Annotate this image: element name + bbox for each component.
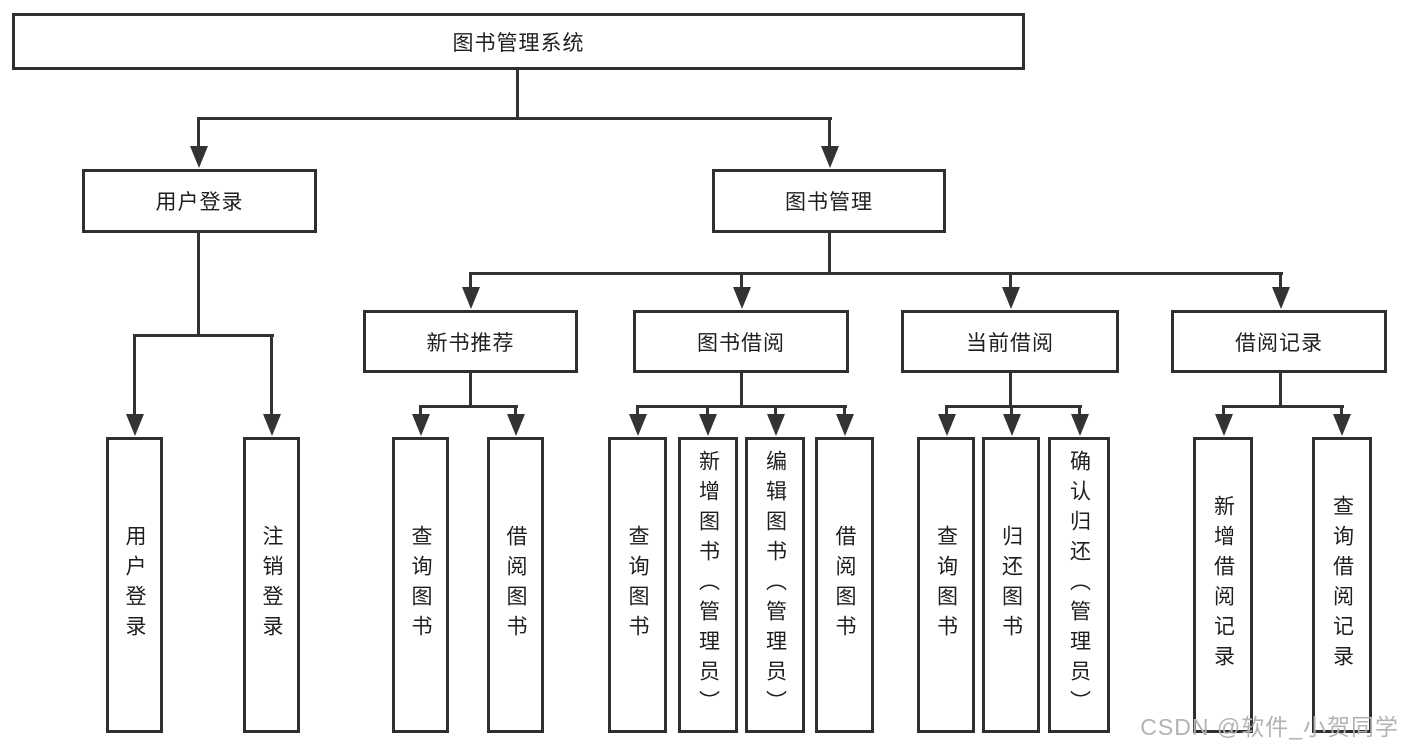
connector-arrow: [636, 405, 639, 415]
connector-branch-user-login: [133, 334, 274, 337]
leaf-label: 借阅图书: [504, 525, 527, 645]
leaf-query-borrow-record: 查询借阅记录: [1312, 437, 1372, 733]
connector-branch-book-borrow: [636, 405, 847, 408]
leaf-label: 查询图书: [626, 525, 649, 645]
leaf-label: 归还图书: [999, 525, 1023, 645]
leaf-query-books-current: 查询图书: [917, 437, 975, 733]
connector-stem-user-login: [197, 233, 200, 337]
leaf-label: 查询图书: [934, 525, 958, 645]
leaf-label: 查询图书: [409, 525, 432, 645]
node-user-login: 用户登录: [82, 169, 317, 233]
node-new-book-recommendation: 新书推荐: [363, 310, 578, 373]
node-current-borrowing: 当前借阅: [901, 310, 1119, 373]
connector-branch-borrow-records: [1222, 405, 1344, 408]
node-book-management: 图书管理: [712, 169, 946, 233]
leaf-add-books-admin: 新增图书（管理员）: [678, 437, 738, 733]
leaf-logout: 注销登录: [243, 437, 300, 733]
connector-arrow: [945, 405, 948, 415]
connector-arrow: [419, 405, 422, 415]
leaf-label: 新增借阅记录: [1211, 495, 1235, 675]
connector-arrow: [514, 405, 517, 415]
connector-branch-new-book: [419, 405, 518, 408]
connector-arrow: [740, 272, 743, 288]
connector-branch-level3: [469, 272, 1283, 275]
node-book-borrowing: 图书借阅: [633, 310, 849, 373]
node-root: 图书管理系统: [12, 13, 1025, 70]
connector-stem-book-borrow: [740, 373, 743, 408]
connector-arrow: [1010, 405, 1013, 415]
connector-arrow: [843, 405, 846, 415]
leaf-query-books-newbook: 查询图书: [392, 437, 449, 733]
leaf-label: 注销登录: [260, 525, 283, 645]
leaf-label: 借阅图书: [833, 525, 856, 645]
node-borrowing-records: 借阅记录: [1171, 310, 1387, 373]
leaf-label: 查询借阅记录: [1330, 495, 1354, 675]
connector-arrow: [1279, 272, 1282, 288]
connector-stem-current-borrow: [1009, 373, 1012, 408]
connector-arrow: [774, 405, 777, 415]
connector-stem-book-mgmt: [828, 233, 831, 275]
connector-branch-current-borrow: [945, 405, 1082, 408]
connector-arrow: [133, 334, 136, 415]
leaf-borrow-books-borrow: 借阅图书: [815, 437, 874, 733]
leaf-add-borrow-record: 新增借阅记录: [1193, 437, 1253, 733]
connector-arrow: [270, 334, 273, 415]
connector-arrow: [197, 117, 200, 147]
leaf-borrow-books-newbook: 借阅图书: [487, 437, 544, 733]
leaf-edit-books-admin: 编辑图书（管理员）: [745, 437, 805, 733]
connector-stem-borrow-records: [1279, 373, 1282, 408]
leaf-label: 确认归还（管理员）: [1067, 450, 1091, 720]
connector-arrow: [469, 272, 472, 288]
connector-arrow: [1078, 405, 1081, 415]
leaf-label: 编辑图书（管理员）: [763, 450, 787, 720]
connector-arrow: [1340, 405, 1343, 415]
connector-arrow: [1009, 272, 1012, 288]
connector-arrow: [706, 405, 709, 415]
connector-stem-root: [516, 70, 519, 120]
leaf-return-books: 归还图书: [982, 437, 1040, 733]
leaf-query-books-borrow: 查询图书: [608, 437, 667, 733]
connector-branch-level2: [198, 117, 832, 120]
leaf-label: 用户登录: [123, 525, 146, 645]
leaf-user-login: 用户登录: [106, 437, 163, 733]
leaf-confirm-return-admin: 确认归还（管理员）: [1048, 437, 1110, 733]
connector-arrow: [1222, 405, 1225, 415]
watermark: CSDN @软件_小贺同学: [1140, 714, 1399, 740]
connector-arrow: [828, 117, 831, 147]
leaf-label: 新增图书（管理员）: [696, 450, 720, 720]
connector-stem-new-book: [469, 373, 472, 408]
